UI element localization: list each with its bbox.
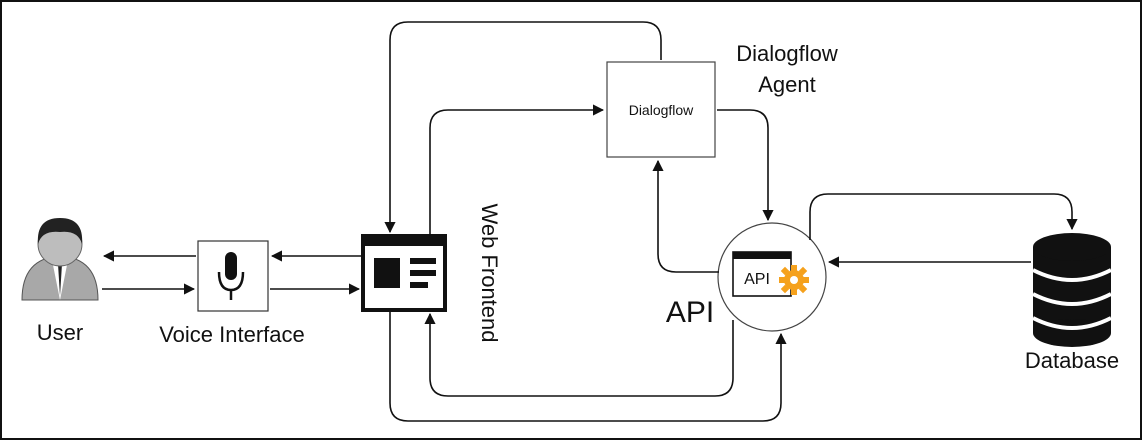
microphone-icon: [217, 252, 245, 300]
arrow-api-to-web: [424, 312, 734, 397]
arrow-web-to-dialogflow: [429, 104, 605, 236]
api-window-titlebar: [733, 252, 791, 259]
browser-window-icon: [361, 234, 447, 312]
web-frontend-label: Web Frontend: [477, 203, 502, 342]
voice-interface-label: Voice Interface: [159, 322, 305, 347]
database-icon: [1032, 233, 1112, 347]
arrow-api-to-dialogflow: [652, 159, 719, 273]
arrow-dialogflow-to-web: [384, 21, 662, 234]
user-label: User: [37, 320, 83, 345]
api-label: API: [666, 296, 714, 329]
gear-icon: [779, 265, 809, 295]
dialogflow-agent-caption-line2: Agent: [758, 72, 816, 97]
arrow-web-to-api: [389, 312, 787, 422]
user-icon: [21, 218, 99, 301]
arrow-dialogflow-to-api: [717, 109, 774, 222]
dialogflow-box-label: Dialogflow: [629, 102, 694, 118]
dialogflow-box: [606, 61, 716, 158]
dialogflow-agent-caption-line1: Dialogflow: [736, 41, 838, 66]
database-label: Database: [1025, 348, 1119, 373]
arrow-api-to-database: [809, 193, 1078, 240]
api-inner-label: API: [744, 271, 770, 288]
